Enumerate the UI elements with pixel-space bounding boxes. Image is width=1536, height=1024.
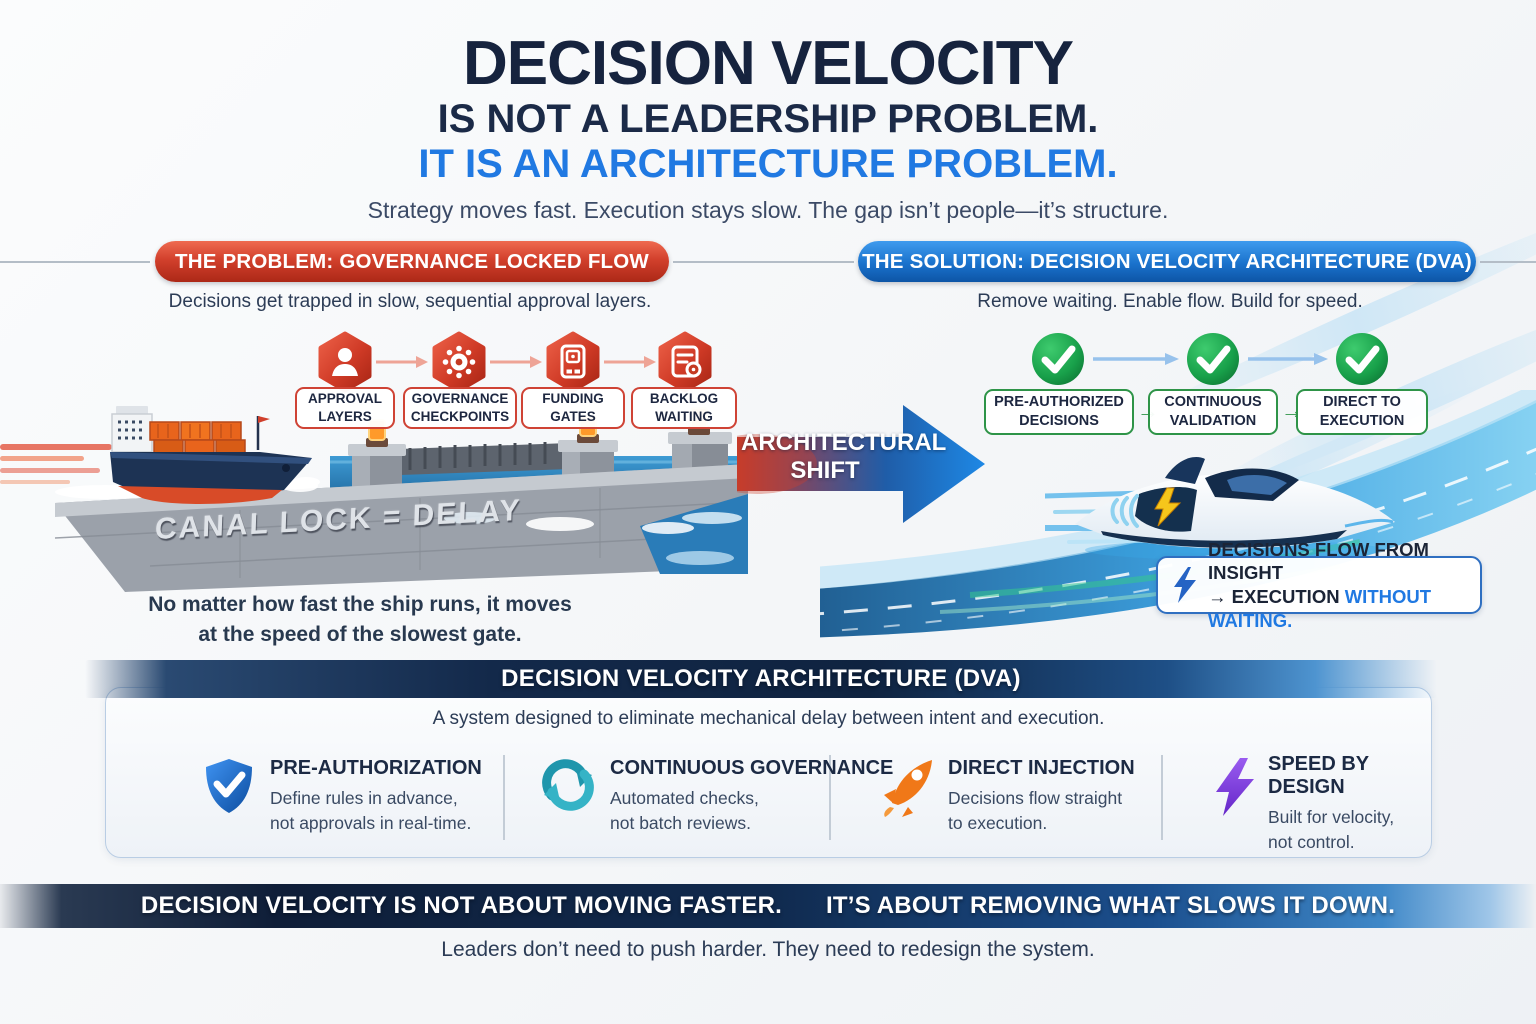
flow-arrow-icon [376, 356, 428, 368]
main-title-line1: DECISION VELOCITY [463, 29, 1074, 98]
insight-callout-box: DECISIONS FLOW FROM INSIGHT → EXECUTION … [1156, 539, 1482, 631]
funding-vault-icon [546, 331, 600, 393]
flow-arrow-icon [490, 356, 542, 368]
solution-step-label: DIRECT TO EXECUTION [1296, 389, 1428, 435]
main-title-line3: IT IS AN ARCHITECTURE PROBLEM. [418, 142, 1118, 186]
main-title-line2: IS NOT A LEADERSHIP PROBLEM. [437, 97, 1099, 141]
governance-gear-icon [432, 331, 486, 393]
feature-speed-by-design: SPEED BY DESIGN Built for velocity, not … [1268, 753, 1395, 852]
problem-step-label: BACKLOG WAITING [631, 387, 737, 429]
speed-lightning-icon [1216, 758, 1254, 816]
solution-banner: THE SOLUTION: DECISION VELOCITY ARCHITEC… [858, 241, 1476, 282]
continuous-sync-icon [542, 759, 594, 811]
dva-panel [105, 687, 1432, 858]
closing-line: Leaders don’t need to push harder. They … [441, 938, 1095, 961]
problem-banner: THE PROBLEM: GOVERNANCE LOCKED FLOW [155, 241, 669, 282]
feature-pre-authorization: PRE-AUTHORIZATION Define rules in advanc… [270, 757, 482, 833]
divider-line [1480, 261, 1536, 263]
insight-text: DECISIONS FLOW FROM INSIGHT → EXECUTION … [1208, 538, 1432, 631]
check-circle-icon [1336, 333, 1388, 385]
footer-statement-part2: IT’S ABOUT REMOVING WHAT SLOWS IT DOWN. [825, 892, 1396, 919]
flow-arrow-icon [604, 356, 656, 368]
solution-step-label: CONTINUOUS VALIDATION [1148, 389, 1278, 435]
approver-person-icon [318, 331, 372, 393]
shield-check-icon [206, 759, 252, 813]
column-divider [1161, 755, 1163, 840]
dva-section-banner: DECISION VELOCITY ARCHITECTURE (DVA) [85, 660, 1437, 698]
cargo-ship-canal-lock-illustration [0, 406, 748, 592]
subtitle: Strategy moves fast. Execution stays slo… [367, 197, 1169, 223]
flow-arrow-icon [1248, 353, 1328, 365]
column-divider [503, 755, 505, 840]
backlog-document-icon [658, 331, 712, 393]
architectural-shift-label: ARCHITECTURAL SHIFT [741, 429, 947, 485]
footer-statement-part1: DECISION VELOCITY IS NOT ABOUT MOVING FA… [140, 892, 782, 919]
solution-description: Remove waiting. Enable flow. Build for s… [977, 291, 1363, 312]
column-divider [829, 755, 831, 840]
problem-step-label: APPROVAL LAYERS [295, 387, 395, 429]
problem-description: Decisions get trapped in slow, sequentia… [168, 291, 652, 312]
feature-direct-injection: DIRECT INJECTION Decisions flow straight… [948, 757, 1135, 833]
dva-description: A system designed to eliminate mechanica… [432, 708, 1105, 729]
divider-line [673, 261, 854, 263]
rocket-icon [884, 760, 932, 817]
footer-banner: DECISION VELOCITY IS NOT ABOUT MOVING FA… [0, 884, 1536, 928]
check-circle-icon [1187, 333, 1239, 385]
problem-caption: No matter how fast the ship runs, it mov… [148, 593, 572, 647]
speedboat-illustration [1045, 457, 1395, 560]
lightning-bolt-icon [1174, 567, 1196, 603]
architectural-shift-arrow [737, 405, 985, 523]
solution-step-label: PRE-AUTHORIZED DECISIONS [984, 389, 1134, 435]
flow-arrow-icon [1093, 353, 1179, 365]
problem-step-label: FUNDING GATES [521, 387, 625, 429]
feature-continuous-governance: CONTINUOUS GOVERNANCE Automated checks, … [610, 757, 894, 833]
problem-step-label: GOVERNANCE CHECKPOINTS [403, 387, 517, 429]
divider-line [0, 261, 150, 263]
check-circle-icon [1032, 333, 1084, 385]
